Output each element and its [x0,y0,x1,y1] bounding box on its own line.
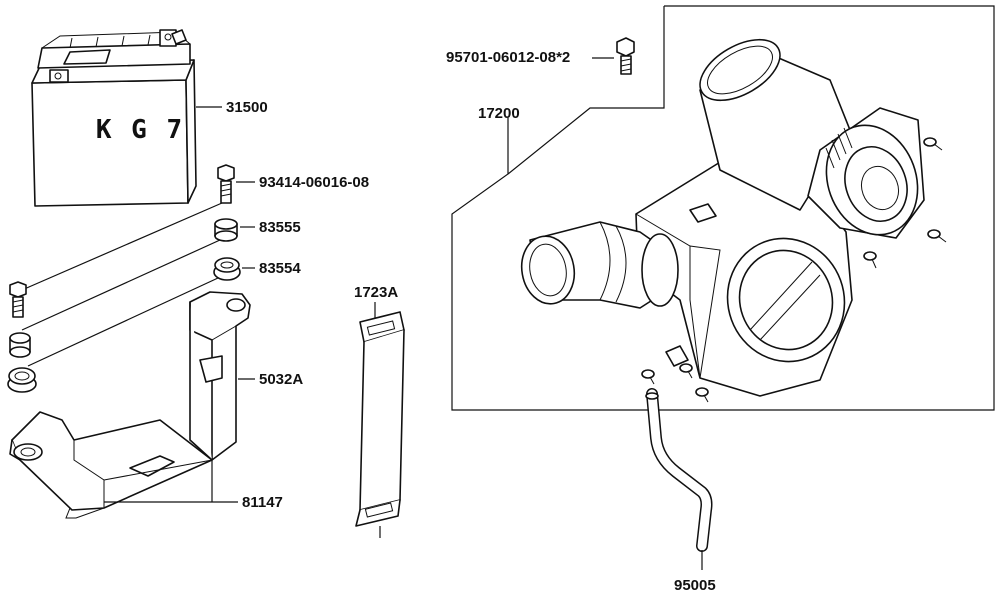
label-air-cleaner: 17200 [478,105,520,122]
battery-strap[interactable] [355,311,405,527]
air-cleaner-assembly[interactable] [516,27,932,397]
bolt-battery-upper[interactable] [217,164,235,204]
bolt-cleaner[interactable] [616,37,635,75]
label-collar: 83555 [259,219,301,236]
battery-bracket[interactable] [9,411,213,519]
grommet-upper[interactable] [213,257,241,281]
assembly-boundary [451,5,995,411]
drain-hose[interactable] [645,388,713,552]
label-hose: 95005 [674,577,716,594]
label-holder: 5032A [259,371,303,388]
screws-cleaner[interactable] [641,137,947,403]
label-bracket: 81147 [242,494,283,511]
bolt-battery-lower[interactable] [9,281,27,318]
label-grommet: 83554 [259,260,301,277]
battery-marking: K G 7 [96,115,184,145]
battery[interactable]: K G 7 [31,29,197,207]
label-bolt-cleaner: 95701-06012-08*2 [446,49,570,66]
label-bolt-battery: 93414-06016-08 [259,174,369,191]
grommet-lower[interactable] [7,367,37,393]
label-strap: 1723A [354,284,398,301]
battery-holder[interactable] [189,291,251,461]
label-battery: 31500 [226,99,268,116]
collar-upper[interactable] [214,218,238,242]
collar-lower[interactable] [9,332,31,358]
